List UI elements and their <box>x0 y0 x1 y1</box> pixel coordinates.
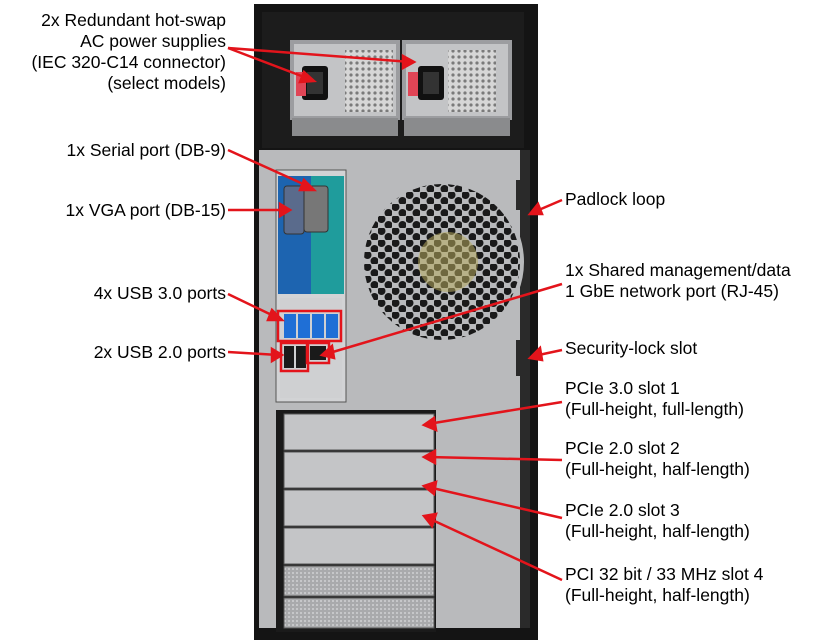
slot-1-label: PCIe 3.0 slot 1 (Full-height, full-lengt… <box>565 378 744 419</box>
vga-port-label: 1x VGA port (DB-15) <box>65 200 226 220</box>
psu-label: 2x Redundant hot-swap AC power supplies … <box>31 10 226 93</box>
slot-2 <box>283 451 435 489</box>
psu-latch-2 <box>408 72 418 96</box>
fan-grille <box>360 180 524 344</box>
padlock-loop-label: Padlock loop <box>565 189 666 209</box>
padlock-loop <box>516 180 526 210</box>
slot-2-label: PCIe 2.0 slot 2 (Full-height, half-lengt… <box>565 438 750 479</box>
slot-4-label: PCI 32 bit / 33 MHz slot 4 (Full-height,… <box>565 564 764 605</box>
usb3-ports-label: 4x USB 3.0 ports <box>93 283 226 303</box>
usb3-highlight <box>276 309 343 343</box>
psu-latch-1 <box>296 72 306 96</box>
network-port-label: 1x Shared management/data 1 GbE network … <box>565 260 791 301</box>
slot-3 <box>283 489 435 527</box>
power-supply-2 <box>402 40 512 136</box>
slot-1 <box>283 413 435 451</box>
callout-arrows <box>227 46 563 582</box>
security-slot <box>516 340 526 376</box>
serial-port-label: 1x Serial port (DB-9) <box>66 140 227 160</box>
slot-3-label: PCIe 2.0 slot 3 (Full-height, half-lengt… <box>565 500 750 541</box>
slot-4 <box>283 527 435 565</box>
io-shield <box>275 169 347 403</box>
usb2-ports-label: 2x USB 2.0 ports <box>93 342 226 362</box>
security-lock-slot-label: Security-lock slot <box>565 338 698 358</box>
serial-connector <box>303 185 329 233</box>
expansion-slots <box>276 410 436 632</box>
